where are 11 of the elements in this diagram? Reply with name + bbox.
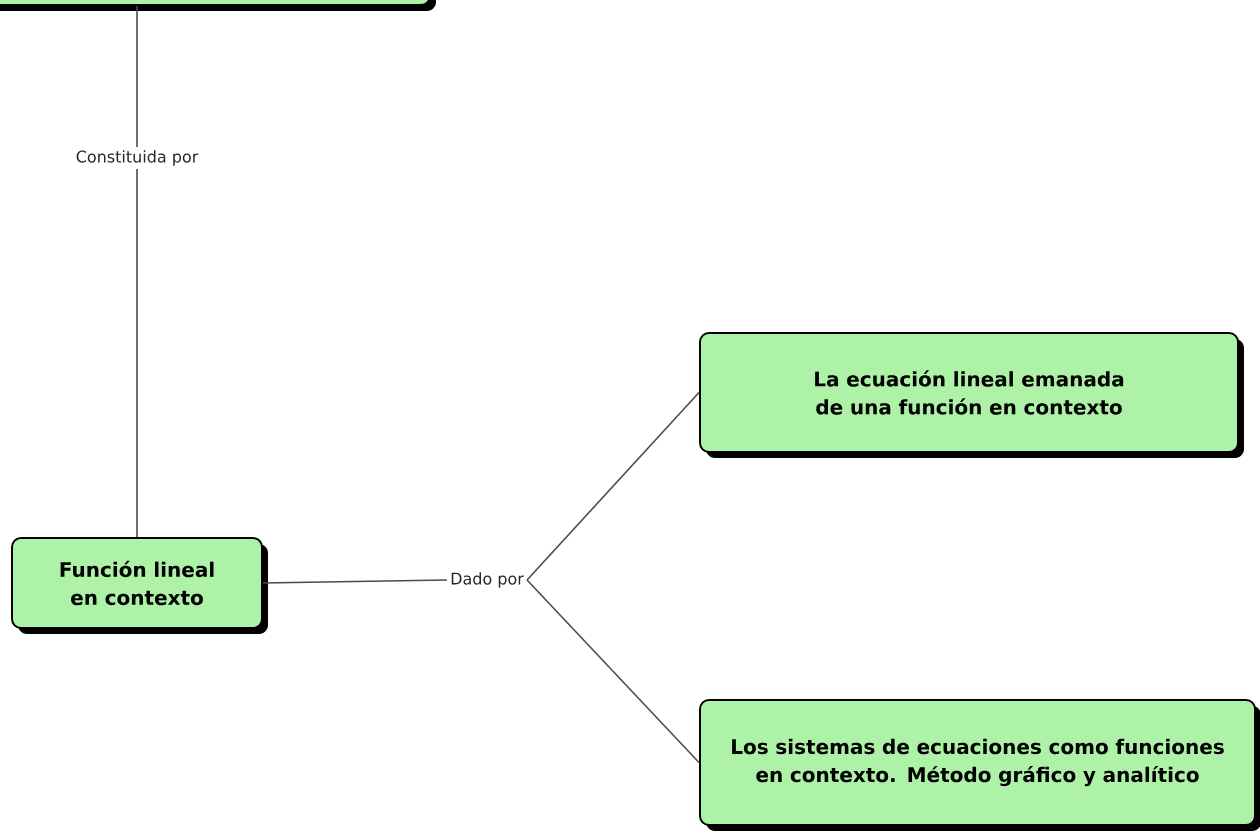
linking-phrase: Dado por <box>451 572 524 588</box>
connector-line <box>526 579 700 764</box>
concept-box: La ecuación lineal emanada de una función en contexto <box>699 332 1244 458</box>
connector-line <box>136 5 138 148</box>
concept-box: Función lineal en contexto <box>11 537 268 634</box>
connector-line <box>262 579 448 584</box>
connector-line <box>526 391 700 581</box>
concept-box <box>0 0 436 11</box>
concept-box: Los sistemas de ecuaciones como funciones en contexto. Método gráfico y analítico <box>699 699 1260 831</box>
connector-line <box>136 168 138 538</box>
linking-phrase: Constituida por <box>76 150 199 166</box>
